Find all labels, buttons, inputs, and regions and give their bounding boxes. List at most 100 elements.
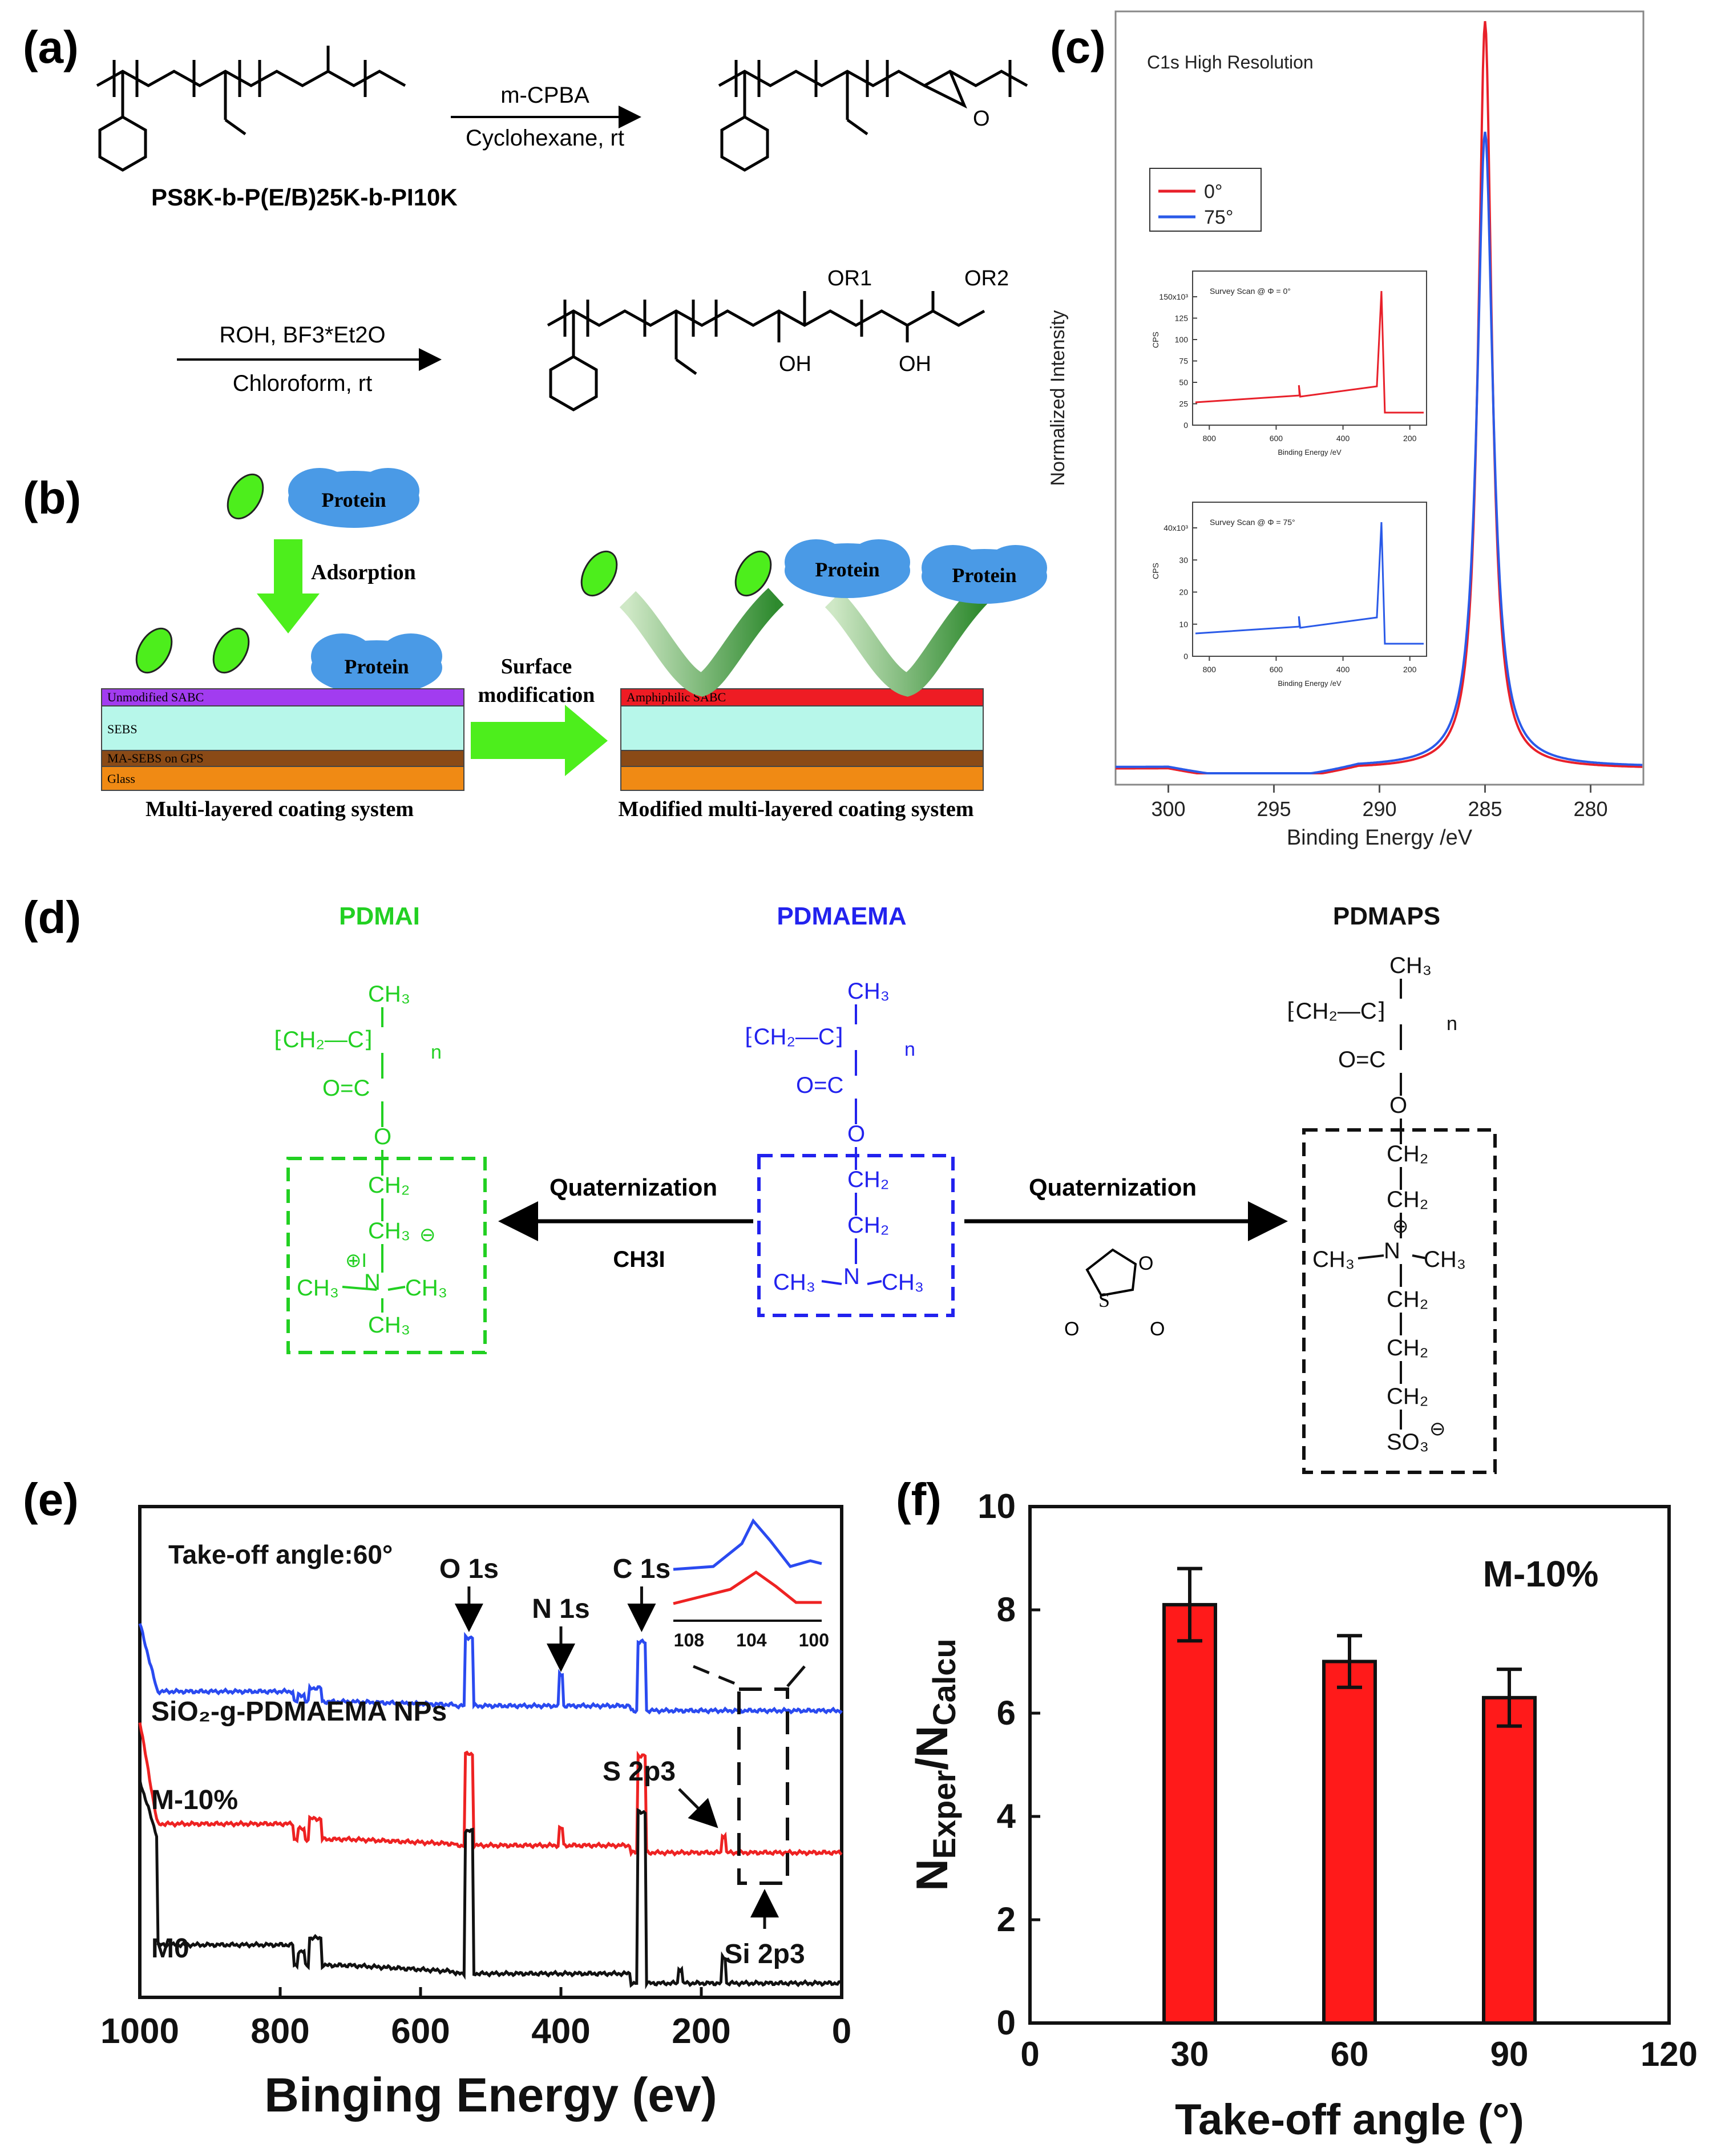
x-tick-label: 600 [391, 2012, 450, 2051]
pdmaema-title: PDMAEMA [777, 902, 906, 930]
sultone-o: O [1138, 1253, 1153, 1274]
svg-text:SO₃: SO₃ [1387, 1430, 1429, 1455]
x-axis-label: Take-off angle (°) [1175, 2096, 1524, 2144]
x-tick-label: 300 [1151, 797, 1185, 821]
inset-y-label: CPS [1151, 563, 1160, 579]
svg-text:CH₃: CH₃ [405, 1275, 447, 1301]
svg-text:⊖: ⊖ [419, 1224, 436, 1246]
svg-text:⁅CH₂—C⁆: ⁅CH₂—C⁆ [274, 1027, 373, 1052]
svg-text:CH₂: CH₂ [1387, 1384, 1428, 1409]
svg-text:CH₃: CH₃ [368, 1218, 410, 1243]
inset-y-tick-label: 20 [1179, 588, 1188, 597]
svg-text:CH₂: CH₂ [368, 1173, 410, 1198]
svg-text:n: n [431, 1041, 442, 1063]
x-tick-label: 0 [1020, 2035, 1039, 2073]
chart-annotation: M-10% [1483, 1553, 1599, 1594]
legend-label: 0° [1204, 181, 1223, 203]
x-tick-label: 200 [672, 2012, 730, 2051]
svg-text:CH₂: CH₂ [847, 1213, 889, 1238]
panel-label-b: (b) [23, 473, 81, 523]
inset-x-tick-label: 104 [736, 1630, 767, 1650]
inset-series-line [673, 1570, 822, 1605]
svg-text:Protein: Protein [321, 488, 386, 511]
svg-text:O=C: O=C [796, 1073, 843, 1098]
surface-mod-arrow [471, 705, 608, 776]
inset-y-tick-label: 100 [1175, 335, 1189, 344]
quaternization-label-right: Quaternization [1029, 1174, 1197, 1201]
reagent-1: m-CPBA [500, 83, 589, 108]
condition-2: Chloroform, rt [233, 371, 373, 396]
svg-text:CH₂: CH₂ [1387, 1141, 1428, 1166]
organism-icon [135, 627, 173, 674]
svg-text:CH₃: CH₃ [1424, 1247, 1466, 1272]
peak-label: S 2p3 [603, 1757, 676, 1787]
x-tick-label: 0 [832, 2012, 851, 2051]
x-tick-label: 90 [1490, 2035, 1529, 2073]
pdmai-title: PDMAI [339, 902, 420, 930]
surface-mod-label-2: modification [478, 683, 595, 707]
pdmaps-dashed-box [1302, 1128, 1497, 1474]
svg-text:CH₂: CH₂ [1387, 1335, 1428, 1360]
layer-label: Unmodified SABC [107, 690, 204, 704]
chart-title: C1s High Resolution [1147, 52, 1314, 72]
organism-icon [212, 627, 250, 674]
layer-label: Glass [107, 772, 135, 786]
release-arrow [619, 588, 784, 697]
oh-label-1: OH [779, 352, 811, 376]
svg-text:CH₃: CH₃ [368, 982, 410, 1007]
organism-icon [580, 550, 618, 597]
series-line [1116, 21, 1643, 774]
svg-text:n: n [904, 1039, 915, 1060]
cloud-protein-top: Protein [288, 468, 419, 528]
inset-y-tick-label: 125 [1175, 314, 1189, 323]
y-axis-label: Normalized Intensity [1047, 310, 1069, 486]
x-tick-label: 400 [531, 2012, 590, 2051]
bar [1322, 1660, 1377, 2025]
legend-label: 75° [1204, 207, 1233, 228]
y-tick-label: 8 [997, 1590, 1016, 1629]
svg-text:CH₃: CH₃ [847, 979, 890, 1004]
inset-y-tick-label: 30 [1179, 555, 1188, 564]
inset-series-line [1195, 290, 1424, 414]
x-tick-label: 295 [1257, 797, 1291, 821]
reagent-2: ROH, BF3*Et2O [219, 322, 385, 348]
functionalized-polymer-structure [547, 291, 985, 411]
svg-text:CH₃: CH₃ [773, 1270, 815, 1295]
inset-frame [1192, 502, 1427, 657]
x-tick-label: 120 [1641, 2035, 1698, 2073]
peak-label: O 1s [439, 1554, 499, 1584]
inset-y-tick-label: 75 [1179, 357, 1188, 366]
caption-right: Modified multi-layered coating system [618, 797, 973, 821]
chart-title: Take-off angle:60° [168, 1540, 393, 1569]
y-tick-label: 0 [997, 2004, 1016, 2042]
x-tick-label: 1000 [100, 2012, 179, 2051]
svg-text:Protein: Protein [344, 655, 409, 678]
layer-stack-right [620, 688, 984, 791]
svg-text:O: O [847, 1121, 865, 1146]
y-tick-label: 2 [997, 1900, 1016, 1939]
surface-mod-label-1: Surface [501, 655, 572, 679]
inset-x-tick-label: 400 [1336, 665, 1350, 674]
series-line [138, 1623, 843, 1715]
propane-sultone-structure [1085, 1248, 1137, 1297]
svg-text:CH₃: CH₃ [368, 1313, 410, 1338]
adsorption-label: Adsorption [311, 560, 416, 584]
svg-text:CH₂: CH₂ [847, 1167, 889, 1192]
svg-text:⊕I: ⊕I [345, 1250, 367, 1271]
inset-x-tick-label: 600 [1270, 665, 1283, 674]
x-axis-label: Binding Energy /eV [1287, 826, 1473, 850]
x-tick-label: 800 [251, 2012, 309, 2051]
inset-chart: Survey Scan @ Φ = 0°CPS0255075100125150x… [1151, 270, 1427, 457]
svg-text:O=C: O=C [1338, 1047, 1385, 1072]
inset-x-tick-label: 200 [1403, 665, 1417, 674]
series-label: SiO₂-g-PDMAEMA NPs [151, 1697, 447, 1727]
x-tick-label: 280 [1573, 797, 1607, 821]
x-tick-label: 30 [1171, 2035, 1209, 2073]
inset-x-tick-label: 200 [1403, 434, 1417, 443]
organism-icon [734, 550, 772, 597]
